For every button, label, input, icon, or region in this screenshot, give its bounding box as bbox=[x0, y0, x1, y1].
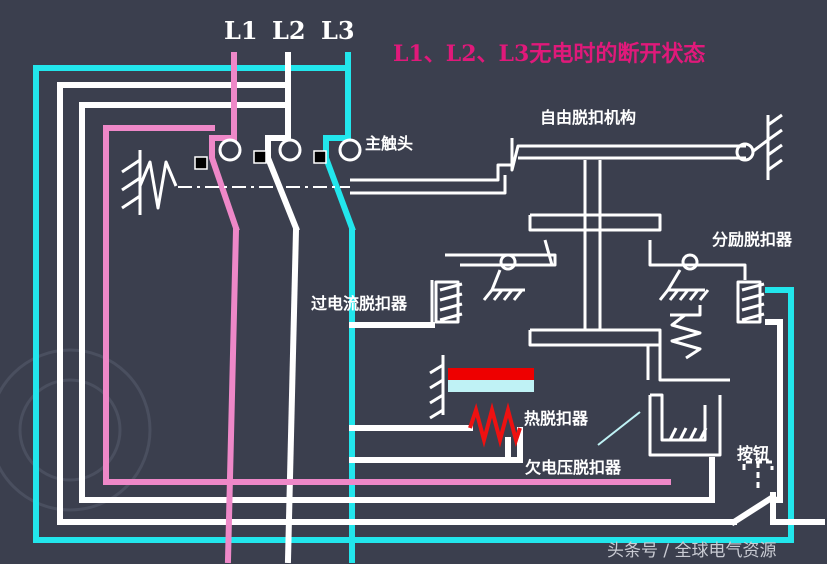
button-label: 按钮 bbox=[737, 444, 770, 463]
shunt-release-label: 分励脱扣器 bbox=[712, 230, 793, 249]
overcurrent-release-label: 过电流脱扣器 bbox=[311, 294, 408, 313]
thermal-release-label: 热脱扣器 bbox=[524, 409, 589, 428]
thermal-release bbox=[429, 355, 534, 448]
l3-wiring bbox=[33, 52, 794, 563]
l2-wiring bbox=[57, 52, 825, 564]
diagram-title: L1、L2、L3无电时的断开状态 bbox=[393, 41, 706, 67]
shunt-release-mechanism bbox=[646, 240, 765, 382]
main-contact-group bbox=[178, 138, 362, 188]
undervoltage-release-label: 欠电压脱扣器 bbox=[525, 458, 622, 477]
l1-wiring bbox=[103, 52, 671, 564]
free-trip-mechanism bbox=[350, 113, 783, 347]
reset-spring bbox=[121, 150, 178, 215]
free-trip-label: 自由脱扣机构 bbox=[540, 108, 637, 127]
phase-label-l3: L3 bbox=[321, 16, 355, 45]
background-decoration bbox=[0, 348, 152, 512]
main-contact-label: 主触头 bbox=[365, 134, 414, 153]
phase-label-l2: L2 bbox=[272, 16, 306, 45]
phase-label-l1: L1 bbox=[224, 16, 258, 45]
watermark: 头条号 / 全球电气资源 bbox=[607, 541, 777, 561]
overcurrent-release bbox=[430, 239, 557, 325]
heater-element bbox=[468, 402, 522, 448]
undervoltage-release bbox=[597, 393, 722, 457]
push-button-symbol bbox=[742, 460, 774, 490]
